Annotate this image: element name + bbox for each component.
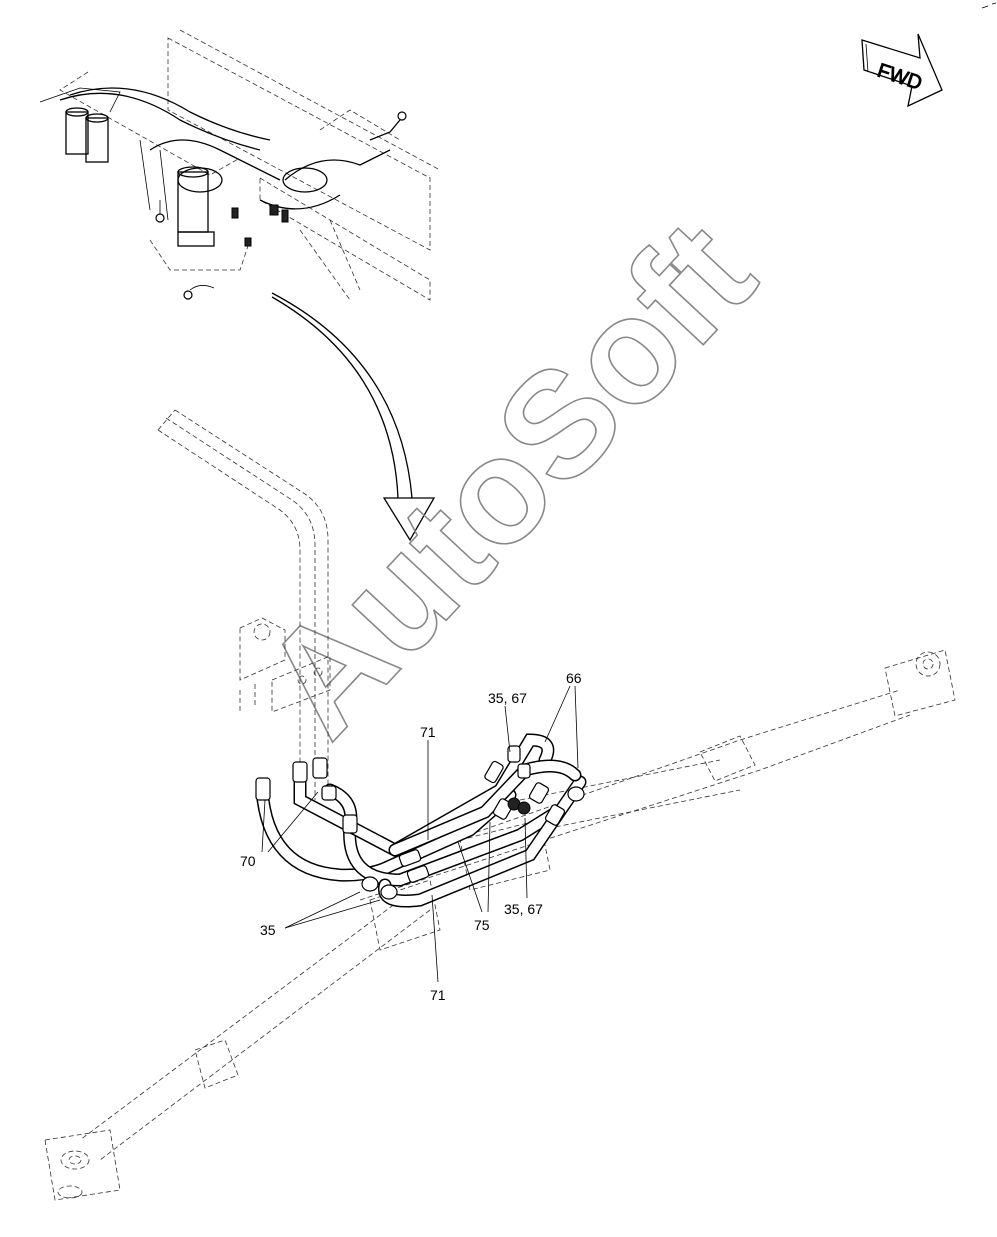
callout-75: 75: [474, 917, 490, 933]
hose-assembly: [255, 733, 587, 908]
callout-35-67-bottom: 35, 67: [504, 901, 543, 917]
callout-70: 70: [240, 853, 256, 869]
callout-35: 35: [260, 922, 276, 938]
fwd-arrow-icon: FWD: [861, 33, 943, 108]
corner-mark: [981, 2, 997, 9]
callout-labels: 35, 67 66 71 70 35 75 35, 67 71: [240, 670, 582, 1003]
callout-35-67-top: 35, 67: [488, 690, 527, 706]
detail-arrow-icon: [271, 292, 436, 542]
callout-71-bottom: 71: [430, 987, 446, 1003]
fwd-label: FWD: [875, 60, 925, 95]
overview-assembly: [39, 29, 441, 301]
leader-lines: [261, 685, 579, 983]
callout-66: 66: [566, 670, 582, 686]
frame-hidden-lines: [44, 409, 956, 1201]
callout-71-top: 71: [420, 724, 436, 740]
watermark-text: AutoSoft: [231, 189, 786, 767]
